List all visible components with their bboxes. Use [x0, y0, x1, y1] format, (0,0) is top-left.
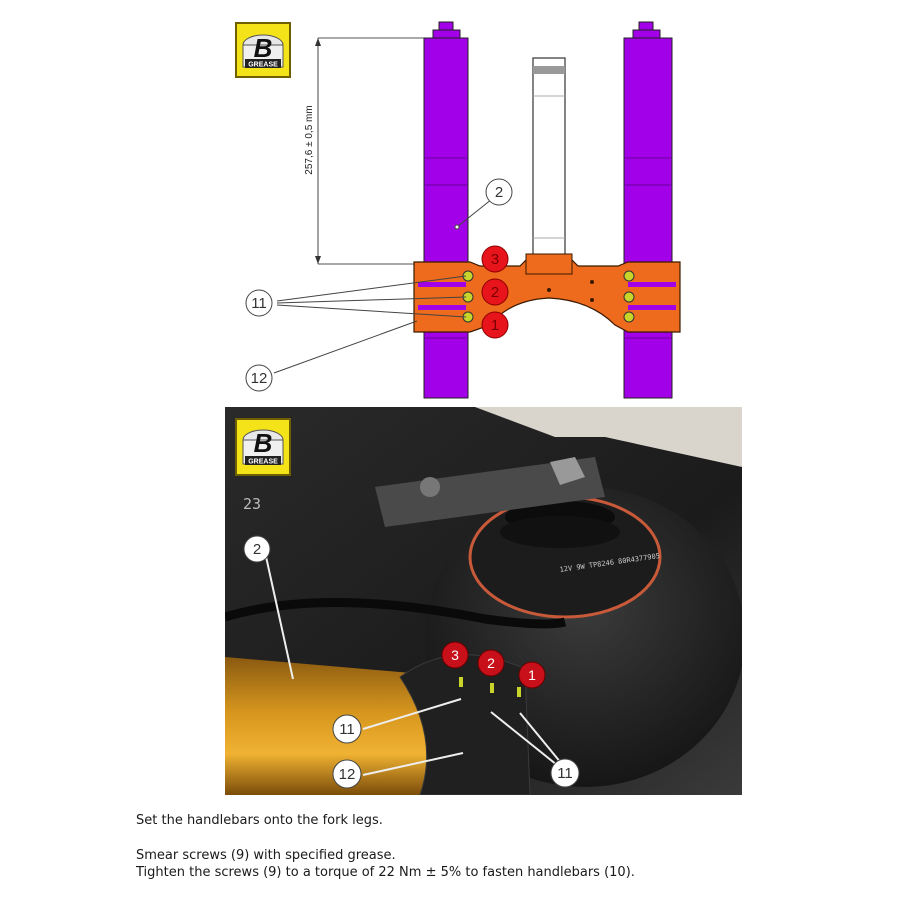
svg-text:GREASE: GREASE	[248, 62, 278, 69]
leader-lines	[273, 198, 493, 374]
svg-text:3: 3	[491, 251, 499, 268]
fork-clamp-photo: 12V 9W TP8246 80R4377905 23 B GREASE	[225, 407, 742, 795]
instruction-step: Tighten the screws (9) to a torque of 22…	[136, 865, 635, 880]
stamp-mark: 23	[243, 495, 261, 513]
svg-text:11: 11	[339, 721, 355, 738]
left-fork-leg	[423, 21, 469, 399]
leader-lines	[264, 551, 567, 776]
instruction-step: Smear screws (9) with specified grease.	[136, 848, 396, 863]
callout-labels: 2 11 12	[245, 178, 513, 392]
grease-badge-icon: B GREASE	[235, 418, 291, 476]
svg-text:12: 12	[251, 370, 268, 387]
instruction-step: Set the handlebars onto the fork legs.	[136, 813, 383, 828]
svg-text:1: 1	[528, 667, 536, 683]
tightening-sequence-markers: 3 2 1	[441, 641, 546, 689]
instructions: Set the handlebars onto the fork legs. S…	[136, 812, 836, 881]
svg-text:3: 3	[451, 647, 459, 663]
fork-assembly-diagram: B GREASE 257,6 ± 0,5 mm	[0, 0, 902, 405]
svg-text:B: B	[254, 33, 273, 63]
svg-text:B: B	[254, 428, 273, 458]
tightening-sequence-markers: 3 2 1	[481, 245, 509, 339]
triple-clamp	[413, 253, 681, 333]
steering-stem	[532, 57, 566, 259]
callout-labels: 2 11 12 11	[243, 535, 580, 789]
svg-text:2: 2	[253, 541, 261, 558]
svg-text:GREASE: GREASE	[248, 459, 278, 466]
svg-text:12: 12	[339, 766, 356, 783]
clamp-bolt-icon	[462, 270, 635, 323]
svg-text:2: 2	[495, 184, 503, 201]
clamp-bolt-icon	[459, 677, 521, 697]
grease-badge-icon: B GREASE	[235, 22, 291, 78]
dimension-line: 257,6 ± 0,5 mm	[304, 37, 425, 265]
svg-text:2: 2	[491, 284, 499, 301]
dimension-label: 257,6 ± 0,5 mm	[304, 105, 315, 174]
svg-text:11: 11	[251, 295, 267, 312]
right-fork-leg	[623, 21, 673, 399]
svg-text:11: 11	[557, 765, 573, 782]
svg-text:1: 1	[491, 317, 499, 334]
svg-text:2: 2	[487, 655, 495, 671]
